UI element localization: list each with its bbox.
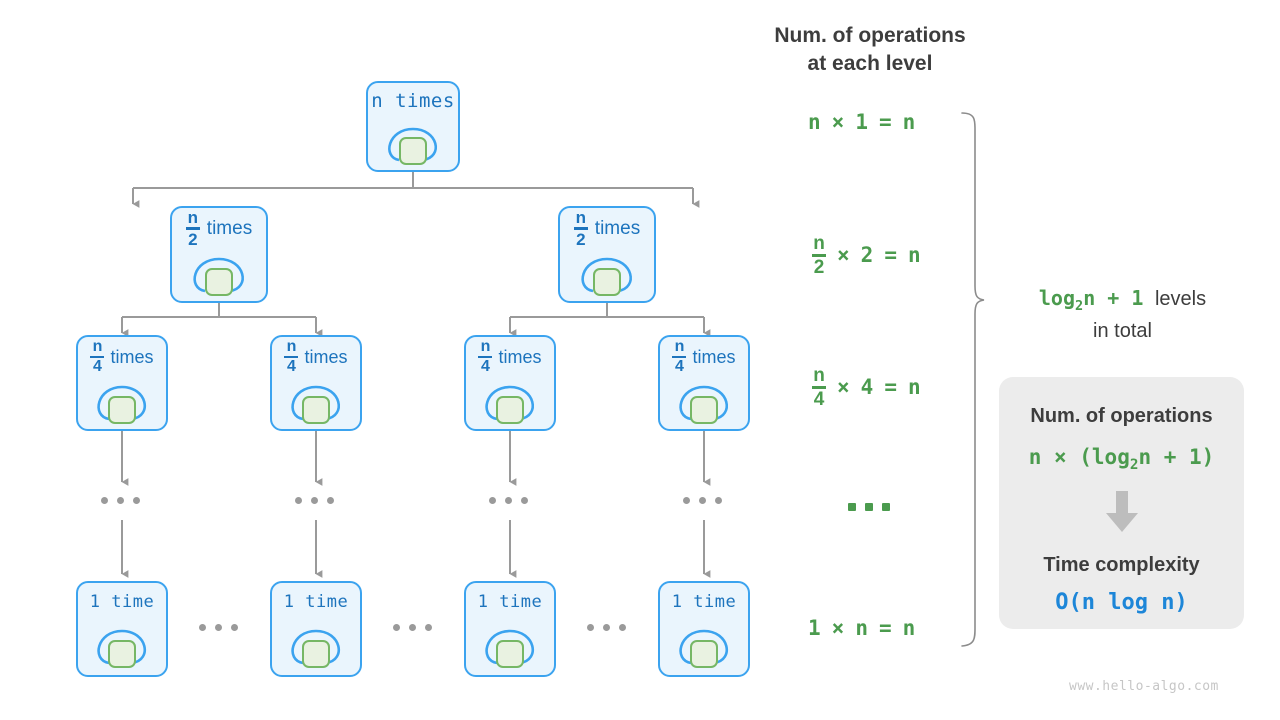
tree-ellipsis-horizontal-1	[393, 624, 432, 631]
operations-column-title: Num. of operations at each level	[748, 22, 992, 79]
operation-box	[593, 268, 621, 296]
node-times-label: times	[304, 346, 348, 367]
operations-row-1: n 2 × 2 = n	[812, 233, 921, 278]
down-arrow-icon	[1105, 491, 1138, 533]
node-times-label: 1 time	[89, 592, 155, 612]
fraction: n 4	[284, 338, 299, 376]
operation-box	[399, 137, 427, 165]
node-times-label: 1 time	[283, 592, 349, 612]
operations-title-line1: Num. of operations	[774, 24, 966, 47]
operation-box	[496, 396, 524, 424]
fraction: n 2	[573, 208, 588, 249]
node-times-label: times	[594, 217, 641, 239]
operation-box	[690, 640, 718, 668]
node-times-label: times	[110, 346, 154, 367]
operation-box	[108, 640, 136, 668]
tree-ellipsis-vertical-3	[683, 497, 722, 504]
operations-row-3: 1 × n = n	[808, 616, 916, 640]
levels-formula: log2n + 1	[1038, 286, 1144, 314]
operation-box	[302, 640, 330, 668]
watermark: www.hello-algo.com	[1069, 679, 1219, 694]
tree-node-level2-1[interactable]: n 4 times	[270, 335, 362, 431]
tree-node-level1-1[interactable]: n 2 times	[558, 206, 656, 303]
tree-ellipsis-horizontal-0	[199, 624, 238, 631]
node-times-label: n times	[371, 90, 455, 112]
operations-title-line2: at each level	[807, 52, 933, 76]
summary-card: Num. of operations n × (log2n + 1) Time …	[999, 377, 1244, 629]
levels-brace	[961, 112, 985, 647]
node-times-label: 1 time	[477, 592, 543, 612]
tree-node-level3-0[interactable]: 1 time	[76, 581, 168, 677]
operation-box	[205, 268, 233, 296]
fraction: n 2	[812, 233, 826, 278]
fraction: n 4	[478, 338, 493, 376]
operation-box	[690, 396, 718, 424]
tree-node-level0-0[interactable]: n times	[366, 81, 460, 172]
operation-box	[302, 396, 330, 424]
operation-box	[108, 396, 136, 424]
card-complexity-value: O(n log n)	[1055, 590, 1188, 616]
card-heading-complexity: Time complexity	[1043, 554, 1200, 577]
tree-node-level2-3[interactable]: n 4 times	[658, 335, 750, 431]
node-times-label: times	[692, 346, 736, 367]
operations-row-ellipsis	[848, 503, 890, 511]
levels-word: levels	[1154, 288, 1207, 310]
tree-ellipsis-vertical-1	[295, 497, 334, 504]
operations-row-0: n × 1 = n	[808, 110, 916, 134]
tree-ellipsis-vertical-0	[101, 497, 140, 504]
tree-ellipsis-vertical-2	[489, 497, 528, 504]
tree-node-level3-1[interactable]: 1 time	[270, 581, 362, 677]
levels-total-note: log2n + 1 levels in total	[1000, 284, 1245, 346]
node-times-label: times	[206, 217, 253, 239]
fraction: n 4	[672, 338, 687, 376]
node-times-label: times	[498, 346, 542, 367]
node-times-label: 1 time	[671, 592, 737, 612]
card-heading-operations: Num. of operations	[1030, 405, 1213, 427]
operations-row-2: n 4 × 4 = n	[812, 365, 921, 410]
card-operations-formula: n × (log2n + 1)	[1028, 445, 1215, 474]
fraction: n 4	[812, 365, 826, 410]
tree-node-level2-0[interactable]: n 4 times	[76, 335, 168, 431]
fraction: n 4	[90, 338, 105, 376]
tree-ellipsis-horizontal-2	[587, 624, 626, 631]
tree-node-level1-0[interactable]: n 2 times	[170, 206, 268, 303]
levels-line2: in total	[1093, 319, 1152, 342]
operation-box	[496, 640, 524, 668]
tree-node-level3-3[interactable]: 1 time	[658, 581, 750, 677]
tree-node-level2-2[interactable]: n 4 times	[464, 335, 556, 431]
fraction: n 2	[185, 208, 200, 249]
tree-node-level3-2[interactable]: 1 time	[464, 581, 556, 677]
